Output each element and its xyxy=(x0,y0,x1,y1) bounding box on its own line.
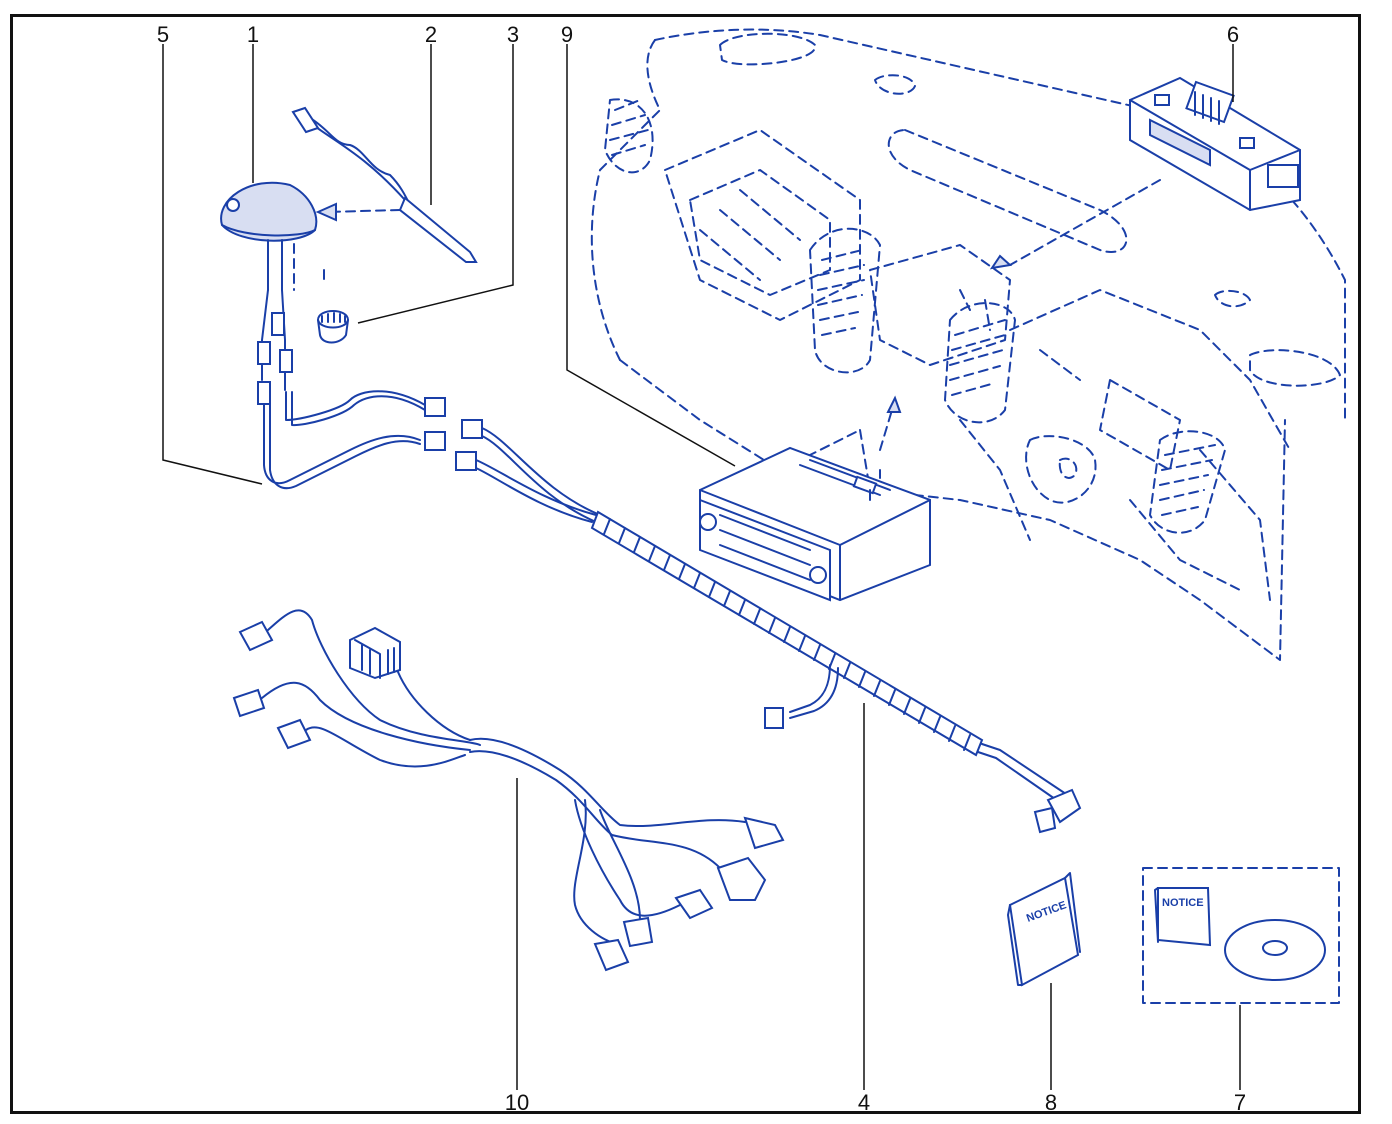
module-part-6 xyxy=(1129,76,1301,212)
callout-3: 3 xyxy=(507,22,519,47)
callout-4: 4 xyxy=(858,1090,870,1115)
manual-part-8: NOTICE xyxy=(1007,872,1081,987)
diagram-frame xyxy=(10,14,1361,1114)
callout-labels: 5 1 2 3 9 6 10 4 8 7 xyxy=(157,22,1246,1115)
leader-lines xyxy=(162,44,1241,1090)
callout-9: 9 xyxy=(561,22,573,47)
radio-harness-part-4 xyxy=(455,419,1082,834)
callout-5: 5 xyxy=(157,22,169,47)
wiring-loom-part-10 xyxy=(232,609,785,972)
kit-notice-text: NOTICE xyxy=(1162,897,1204,909)
antenna-mast-part-2 xyxy=(291,106,478,263)
callout-7: 7 xyxy=(1234,1090,1246,1115)
callout-8: 8 xyxy=(1045,1090,1057,1115)
radio-unit-part-9 xyxy=(699,446,931,602)
callout-6: 6 xyxy=(1227,22,1239,47)
callout-1: 1 xyxy=(247,22,259,47)
antenna-cable-part-5 xyxy=(263,390,446,490)
kit-part-7: NOTICE xyxy=(1142,867,1340,1004)
callout-2: 2 xyxy=(425,22,437,47)
antenna-base-part-1 xyxy=(220,181,325,405)
antenna-nut-part-3 xyxy=(316,310,350,344)
callout-10: 10 xyxy=(505,1090,529,1115)
